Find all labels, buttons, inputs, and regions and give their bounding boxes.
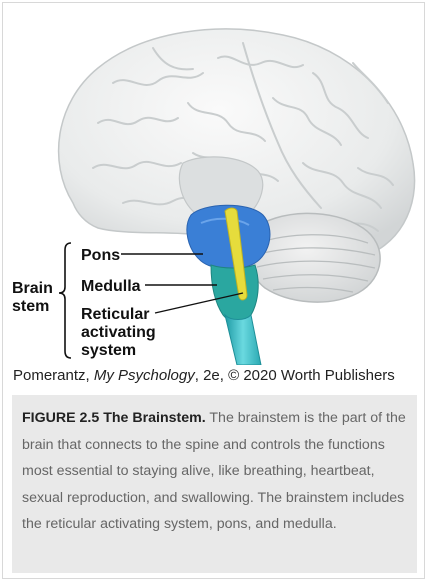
brain-stem-bracket xyxy=(58,242,72,359)
brain-stem-label-1: Brain xyxy=(12,280,53,297)
figure-card: Brain stem Pons Medulla Reticular activa… xyxy=(2,2,425,579)
credit-book: My Psychology xyxy=(93,367,195,384)
spinal-cord xyxy=(224,313,262,365)
credit-author: Pomerantz, xyxy=(13,367,94,384)
pons-label: Pons xyxy=(81,247,120,264)
brain-stem-label-2: stem xyxy=(12,298,49,315)
reticular-activating-system xyxy=(224,207,248,301)
medulla xyxy=(210,264,259,323)
brainstem-illustration: Brain stem Pons Medulla Reticular activa… xyxy=(3,3,424,365)
image-credit: Pomerantz, My Psychology, 2e, © 2020 Wor… xyxy=(13,367,395,384)
reticular-label-3: system xyxy=(81,342,136,359)
figure-caption: FIGURE 2.5 The Brainstem. The brainstem … xyxy=(12,395,417,573)
reticular-label-1: Reticular xyxy=(81,306,149,323)
medulla-label: Medulla xyxy=(81,278,141,295)
credit-rest: , 2e, © 2020 Worth Publishers xyxy=(194,367,395,384)
caption-title: FIGURE 2.5 The Brainstem. xyxy=(22,410,206,426)
reticular-leader xyxy=(154,292,244,314)
caption-body: The brainstem is the part of the brain t… xyxy=(22,410,406,532)
reticular-label-2: activating xyxy=(81,324,156,341)
